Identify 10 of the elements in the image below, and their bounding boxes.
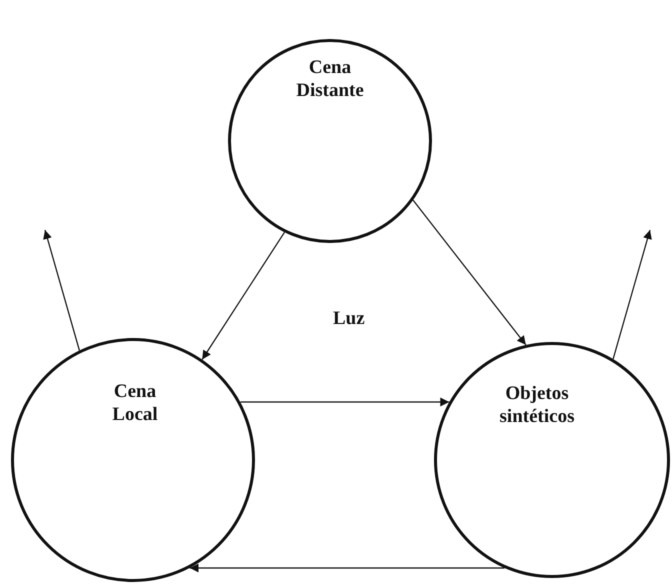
- node-label: Cena Distante: [295, 56, 365, 102]
- arrow: [240, 398, 450, 406]
- arrow: [43, 230, 80, 351]
- arrow: [612, 230, 652, 360]
- arrow: [190, 564, 504, 572]
- arrow: [412, 200, 526, 346]
- arrow: [202, 232, 285, 360]
- node-label: Cena Local: [111, 380, 159, 426]
- light-label: Luz: [333, 308, 365, 330]
- node-label: Objetos sintéticos: [498, 382, 576, 428]
